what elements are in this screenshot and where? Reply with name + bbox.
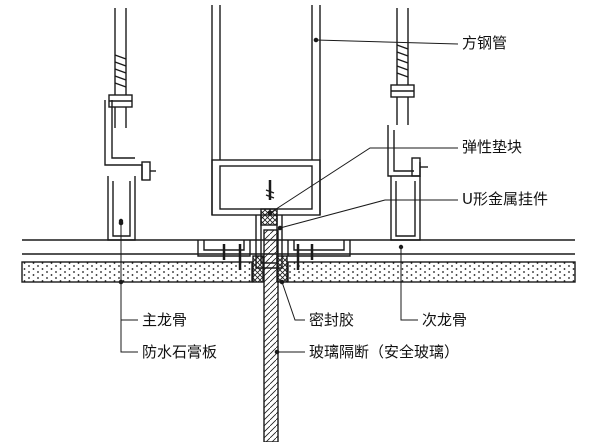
label-u-metal-hanger: U形金属挂件 xyxy=(462,190,548,208)
hanger-clip-right xyxy=(387,125,428,177)
label-square-steel-tube: 方钢管 xyxy=(462,34,508,52)
label-sealant: 密封胶 xyxy=(309,311,355,329)
hanger-rod-right xyxy=(390,8,415,125)
sealant-left xyxy=(252,255,264,283)
hanger-clip-left xyxy=(104,100,156,181)
label-waterproof-gypsum-board: 防水石膏板 xyxy=(142,343,218,361)
label-elastic-pad: 弹性垫块 xyxy=(462,138,523,156)
label-main-keel: 主龙骨 xyxy=(142,311,188,329)
leader-lines xyxy=(118,37,459,355)
square-steel-tube xyxy=(211,5,321,216)
gypsum-board-left xyxy=(21,261,253,283)
glass-partition xyxy=(263,229,279,442)
label-secondary-keel: 次龙骨 xyxy=(422,311,468,329)
main-keel-right xyxy=(390,176,421,250)
gypsum-board-right xyxy=(287,261,576,283)
label-glass-partition: 玻璃隔断（安全玻璃） xyxy=(309,343,460,361)
hanger-rod-left xyxy=(108,8,133,128)
elastic-pad xyxy=(260,208,278,226)
